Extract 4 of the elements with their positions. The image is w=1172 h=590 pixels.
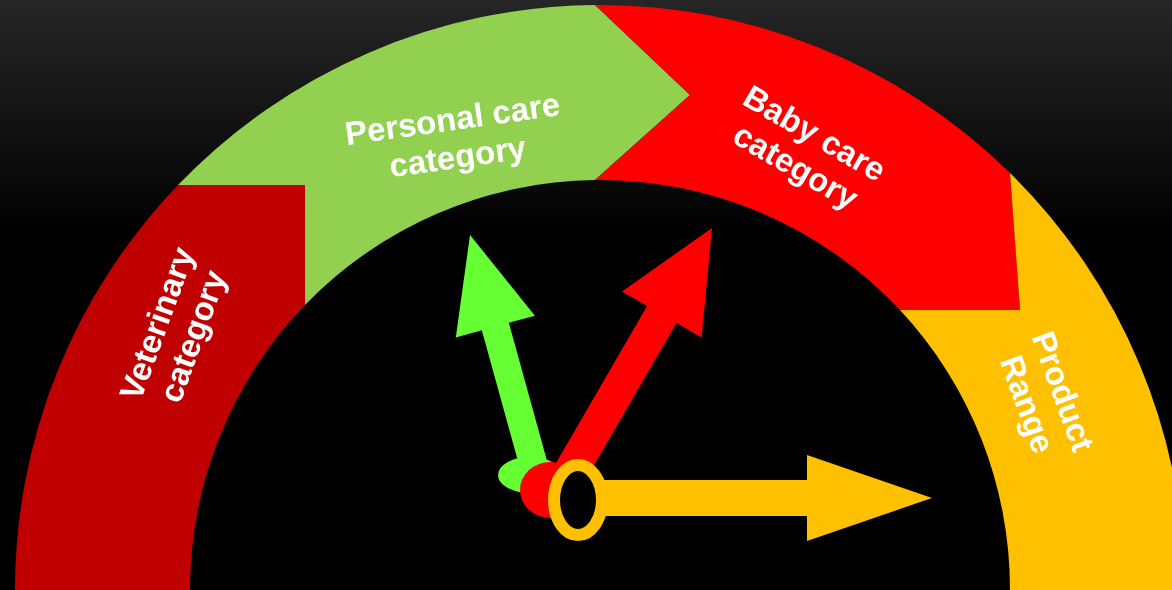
segment-label: Personal care category [341, 84, 564, 187]
gauge-segment [15, 185, 305, 590]
gauge-segment [595, 5, 1020, 310]
gauge-segment [900, 173, 1172, 590]
